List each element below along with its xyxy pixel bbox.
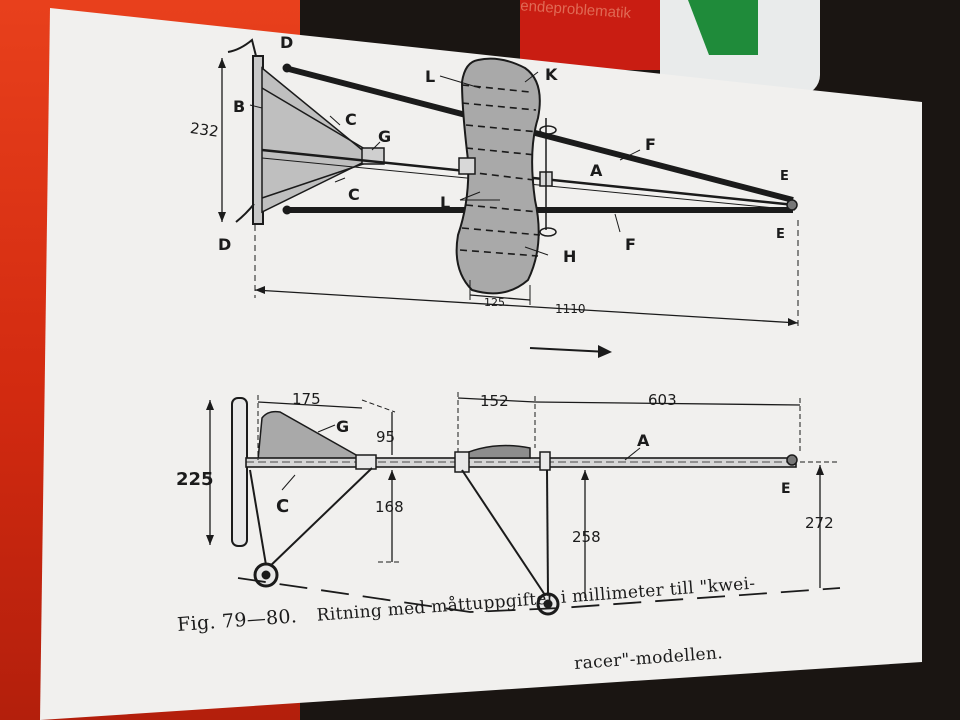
plan-view-labels: D B C G C D L K A F L F H E E: [218, 33, 789, 266]
label-b: B: [233, 97, 245, 116]
dim-152: 152: [480, 392, 509, 410]
side-view-dimensions: 175 95 225 168 152 603 258 272: [176, 390, 834, 546]
side-label-a: A: [637, 431, 650, 450]
dim-95: 95: [376, 428, 395, 446]
dim-258: 258: [572, 528, 601, 546]
label-h: H: [563, 247, 576, 266]
label-k: K: [545, 65, 558, 84]
label-c-top: C: [345, 110, 357, 129]
side-fin: [257, 410, 368, 461]
dim-232: 232: [189, 119, 220, 141]
label-f-bottom: F: [625, 235, 636, 254]
label-d-bottom: D: [218, 235, 231, 254]
label-a: A: [590, 161, 603, 180]
side-view: [206, 392, 841, 616]
strut-d-bottom: [235, 203, 255, 223]
side-rudder: [231, 397, 248, 547]
plan-view: [218, 38, 799, 358]
dim-1110: 1110: [555, 302, 586, 316]
dim-175: 175: [292, 390, 321, 408]
direction-arrow: [529, 347, 609, 353]
label-f-top: F: [645, 135, 656, 154]
ground-line: [237, 577, 841, 613]
side-label-g: G: [336, 417, 349, 436]
brace-c-top: [261, 87, 376, 156]
plan-view-dimensions: 232 125 1110: [189, 119, 586, 316]
label-c-bottom: C: [348, 185, 360, 204]
dim-168: 168: [375, 498, 404, 516]
label-l-top: L: [425, 67, 435, 86]
side-fuselage: [245, 457, 797, 468]
label-e-top: E: [780, 169, 789, 184]
rubber-motor-top: [284, 65, 794, 203]
side-label-e: E: [781, 481, 791, 497]
dim-225: 225: [176, 469, 214, 490]
label-d-top: D: [280, 33, 293, 52]
dim-272: 272: [805, 514, 834, 532]
label-g: G: [378, 127, 391, 146]
label-e-bottom: E: [776, 227, 785, 242]
brace-c-bottom: [261, 159, 376, 199]
label-l-bottom: L: [440, 193, 450, 212]
dim-603: 603: [648, 391, 677, 409]
side-label-c: C: [276, 496, 289, 517]
dim-125: 125: [484, 296, 505, 309]
strut-d-top: [227, 38, 257, 57]
side-view-labels: G A C E: [276, 417, 791, 517]
